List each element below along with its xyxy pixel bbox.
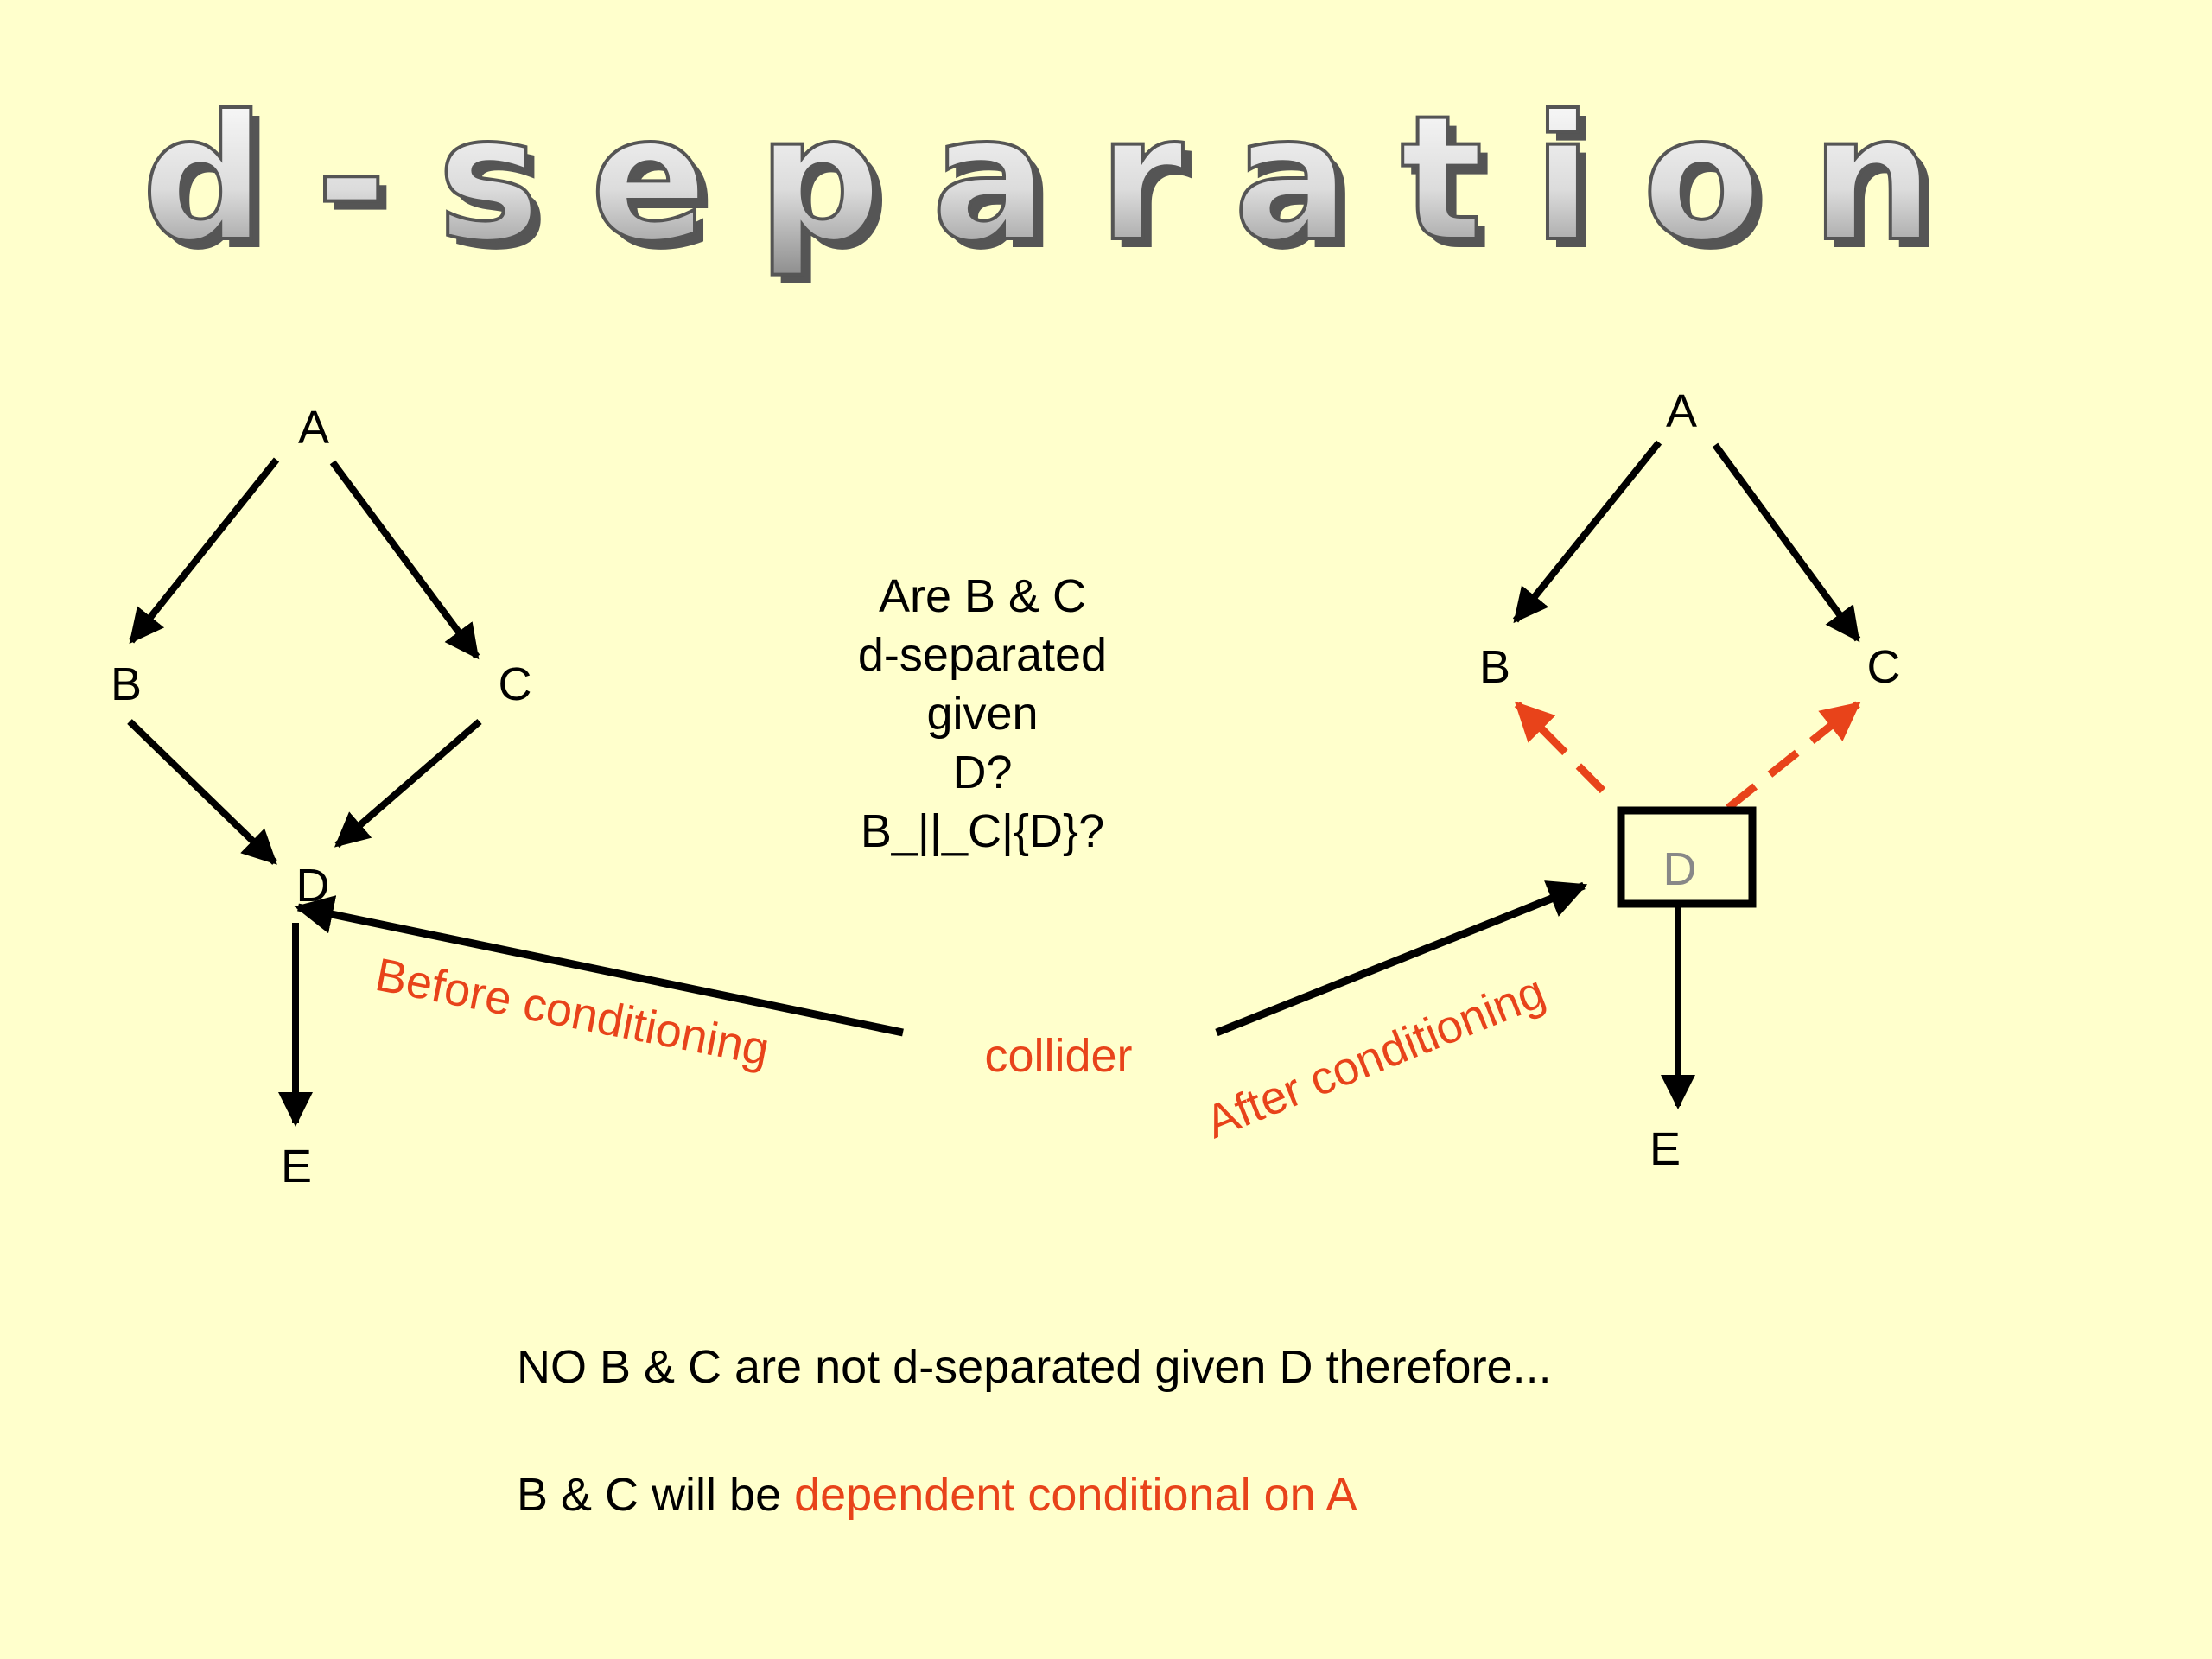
- right-node-e: E: [1649, 1123, 1681, 1175]
- right-node-d: D: [1663, 843, 1697, 895]
- collider-annotations: collider Before conditioning After condi…: [294, 880, 1588, 1148]
- left-node-c: C: [499, 658, 532, 710]
- conclusion: NO B & C are not d-separated given D the…: [517, 1341, 1552, 1521]
- question-line-2: d-separated: [858, 629, 1107, 681]
- question-line-4: D?: [952, 747, 1012, 798]
- conclusion-line-2-prefix: B & C will be: [517, 1469, 794, 1521]
- left-edge-c-d: [334, 718, 482, 849]
- left-edge-a-c: [329, 460, 480, 660]
- right-node-a: A: [1666, 385, 1697, 437]
- collider-label: collider: [984, 1030, 1132, 1082]
- after-pointer-arrow: [1215, 880, 1588, 1037]
- right-node-b: B: [1479, 641, 1510, 693]
- slide-title: d-separation d-separation: [140, 77, 1993, 289]
- left-graph: A B C D E: [111, 402, 532, 1192]
- left-node-b: B: [111, 658, 142, 710]
- right-edge-d-c-dashed: [1726, 701, 1861, 811]
- after-conditioning-label: After conditioning: [1198, 965, 1552, 1148]
- right-graph: A B C D E: [1479, 385, 1901, 1175]
- left-node-e: E: [281, 1141, 312, 1192]
- left-node-d: D: [296, 860, 330, 912]
- center-question: Are B & C d-separated given D? B_||_C|{D…: [858, 570, 1107, 857]
- left-node-a: A: [298, 402, 329, 454]
- svg-text:d-separation: d-separation: [150, 87, 1993, 289]
- right-node-d-conditioned-box: [1617, 806, 1757, 908]
- conclusion-line-2-highlight: dependent conditional on A: [794, 1469, 1357, 1521]
- conclusion-line-2: B & C will be dependent conditional on A: [517, 1469, 1357, 1521]
- left-edge-a-b: [128, 457, 280, 645]
- title-text: d-separation: [142, 79, 1985, 280]
- question-line-5: B_||_C|{D}?: [861, 805, 1104, 857]
- before-pointer-arrow: [294, 895, 904, 1037]
- right-edge-a-b: [1512, 440, 1662, 624]
- conclusion-line-1: NO B & C are not d-separated given D the…: [517, 1341, 1552, 1393]
- right-node-c: C: [1867, 641, 1901, 693]
- question-line-3: given: [926, 688, 1038, 740]
- right-edge-a-c: [1712, 442, 1861, 643]
- right-edge-d-b-dashed: [1514, 701, 1606, 794]
- left-edge-b-d: [127, 719, 277, 865]
- question-line-1: Are B & C: [879, 570, 1086, 622]
